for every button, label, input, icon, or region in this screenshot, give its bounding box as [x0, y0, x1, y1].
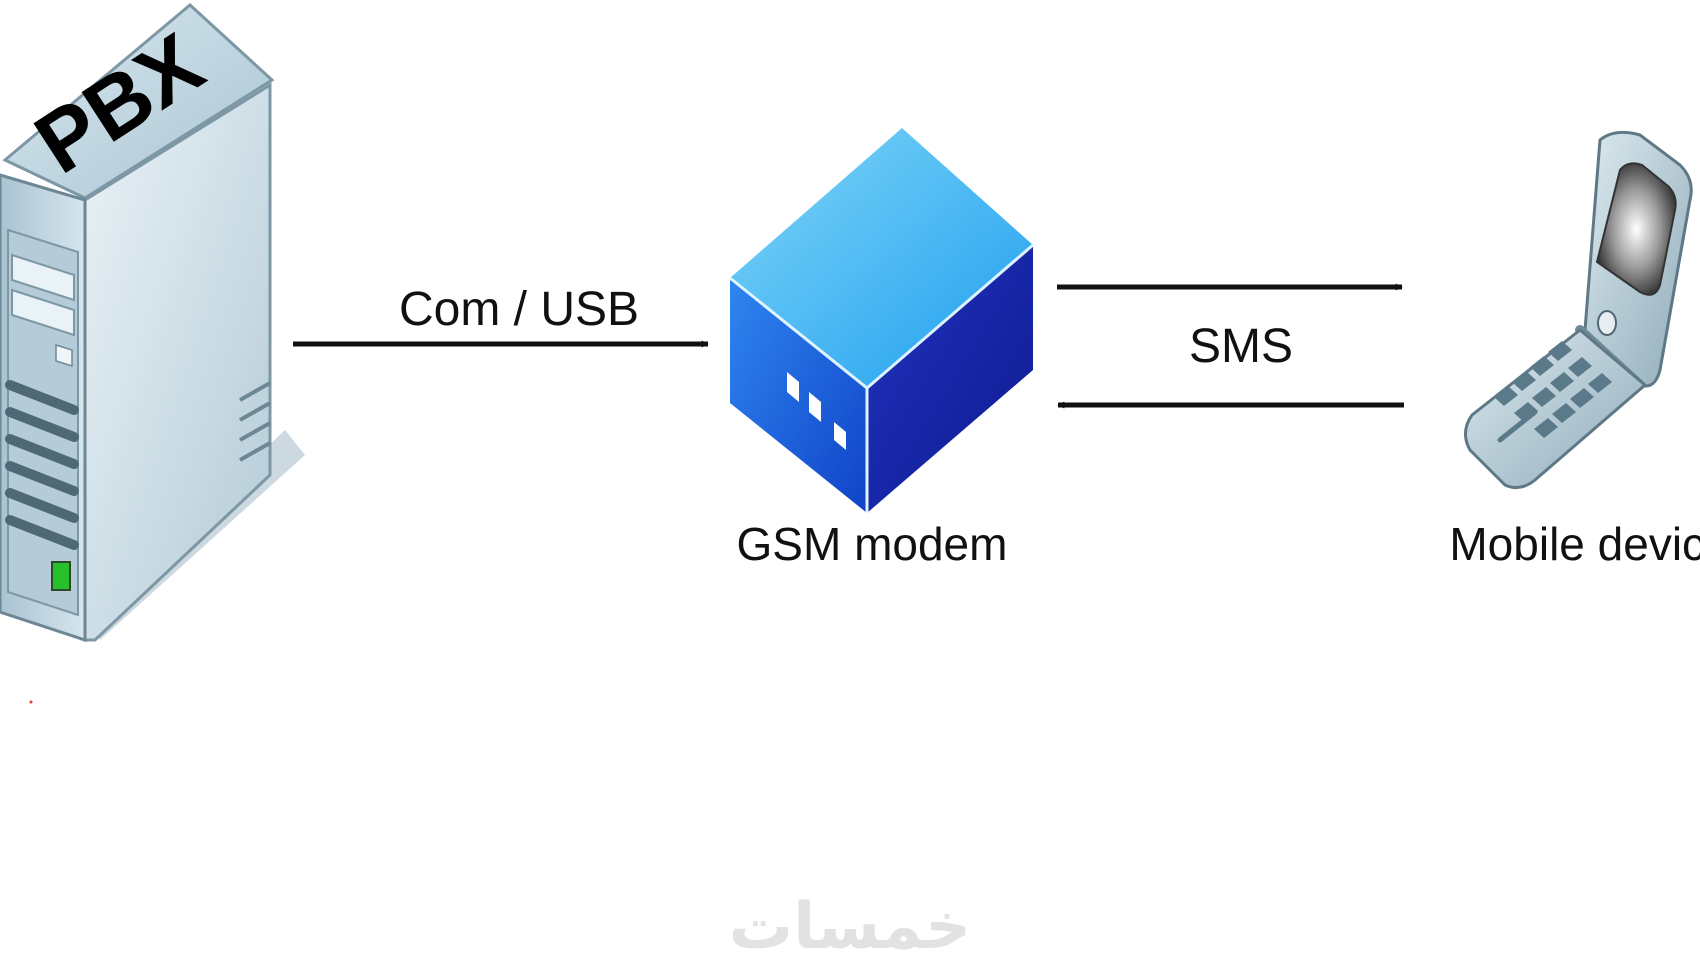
- watermark-logo: خمسات: [729, 890, 972, 964]
- pbx-server-icon: PBX: [0, 3, 305, 643]
- mobile-phone-icon: [1464, 130, 1693, 490]
- stray-dot: [29, 700, 33, 704]
- mobile-device-label: Mobile device: [1449, 518, 1700, 570]
- com-usb-label: Com / USB: [399, 283, 639, 336]
- sms-label: SMS: [1189, 320, 1293, 373]
- gsm-modem-label: GSM modem: [737, 518, 1008, 570]
- gsm-modem-icon: [729, 128, 1034, 513]
